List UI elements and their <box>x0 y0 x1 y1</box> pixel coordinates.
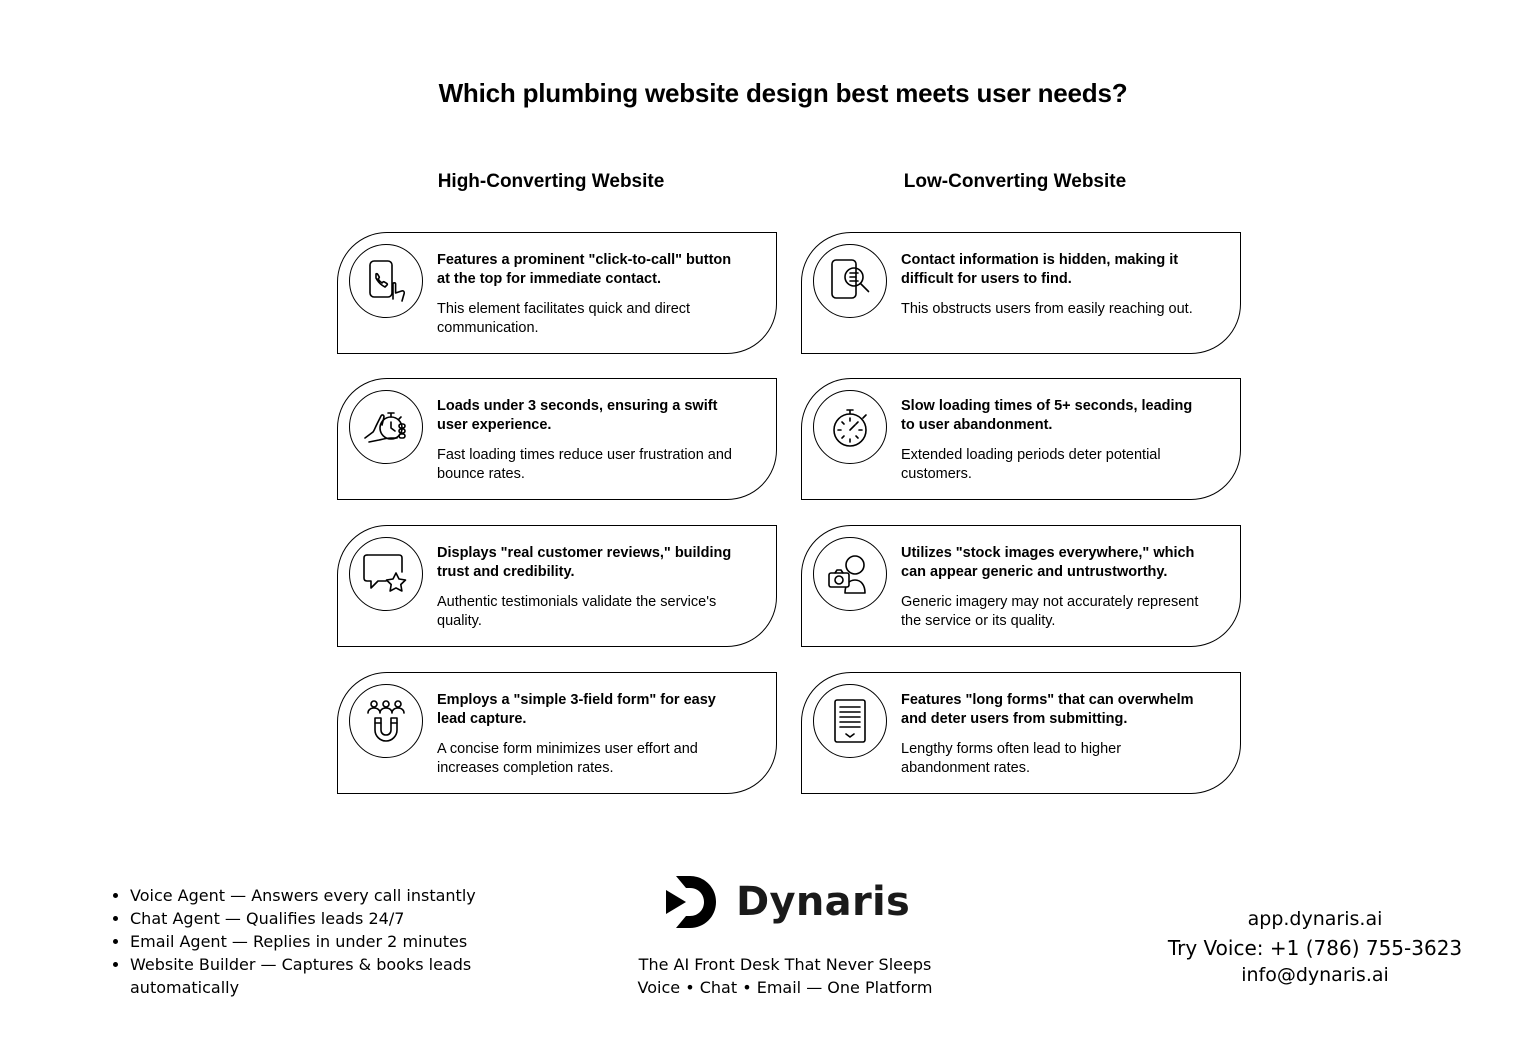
card-simple-form: Employs a "simple 3-field form" for easy… <box>337 672 777 794</box>
card-headline: Utilizes "stock images everywhere," whic… <box>901 545 1195 580</box>
card-fast-loading: Loads under 3 seconds, ensuring a swift … <box>337 378 777 500</box>
card-description: Extended loading periods deter potential… <box>901 447 1161 482</box>
card-description: Authentic testimonials validate the serv… <box>437 594 717 629</box>
brand-logo: Dynaris <box>664 874 910 930</box>
list-item: Website Builder — Captures & books leads… <box>130 953 490 999</box>
card-stock-images: Utilizes "stock images everywhere," whic… <box>801 525 1241 647</box>
card-description: Generic imagery may not accurately repre… <box>901 594 1199 629</box>
dynaris-logo-icon <box>666 876 716 928</box>
email-link[interactable]: info@dynaris.ai <box>1241 964 1389 986</box>
card-description: This obstructs users from easily reachin… <box>901 301 1193 317</box>
document-search-icon <box>813 244 887 318</box>
card-slow-loading: Slow loading times of 5+ seconds, leadin… <box>801 378 1241 500</box>
stopwatch-icon <box>813 390 887 464</box>
phone-tap-icon <box>349 244 423 318</box>
card-headline: Features a prominent "click-to-call" but… <box>437 252 732 287</box>
list-item: Chat Agent — Qualifies leads 24/7 <box>130 907 490 930</box>
card-headline: Features "long forms" that can overwhelm… <box>901 692 1194 727</box>
card-headline: Employs a "simple 3-field form" for easy… <box>437 692 716 727</box>
tagline-channels: Voice • Chat • Email — One Platform <box>637 978 933 997</box>
tagline: The AI Front Desk That Never Sleeps <box>638 955 932 974</box>
card-real-reviews: Displays "real customer reviews," buildi… <box>337 525 777 647</box>
long-form-icon <box>813 684 887 758</box>
card-description: Lengthy forms often lead to higher aband… <box>901 741 1122 776</box>
lead-magnet-icon <box>349 684 423 758</box>
high-converting-heading: High-Converting Website <box>437 171 665 192</box>
list-item: Voice Agent — Answers every call instant… <box>130 884 490 907</box>
feature-list: Voice Agent — Answers every call instant… <box>113 884 490 999</box>
hand-stopwatch-icon <box>349 390 423 464</box>
card-headline: Slow loading times of 5+ seconds, leadin… <box>901 398 1193 433</box>
card-description: This element facilitates quick and direc… <box>437 301 691 336</box>
website-link[interactable]: app.dynaris.ai <box>1247 908 1383 930</box>
list-item: Email Agent — Replies in under 2 minutes <box>130 930 490 953</box>
card-description: Fast loading times reduce user frustrati… <box>437 447 732 482</box>
card-long-forms: Features "long forms" that can overwhelm… <box>801 672 1241 794</box>
brand-name: Dynaris <box>736 879 911 925</box>
phone-number[interactable]: Try Voice: +1 (786) 755-3623 <box>1167 936 1463 960</box>
low-converting-heading: Low-Converting Website <box>903 171 1127 192</box>
card-click-to-call: Features a prominent "click-to-call" but… <box>337 232 777 354</box>
camera-person-icon <box>813 537 887 611</box>
card-headline: Loads under 3 seconds, ensuring a swift … <box>437 398 718 433</box>
card-hidden-contact: Contact information is hidden, making it… <box>801 232 1241 354</box>
card-headline: Contact information is hidden, making it… <box>901 252 1179 287</box>
card-headline: Displays "real customer reviews," buildi… <box>437 545 732 580</box>
review-star-icon <box>349 537 423 611</box>
card-description: A concise form minimizes user effort and… <box>437 741 698 776</box>
page-title: Which plumbing website design best meets… <box>438 78 1128 108</box>
